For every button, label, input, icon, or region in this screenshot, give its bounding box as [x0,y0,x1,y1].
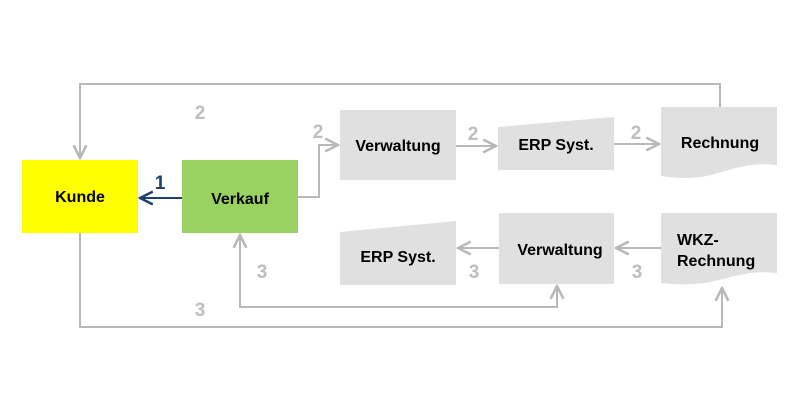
wkz-rechnung-label-line1: WKZ- [677,232,719,249]
erp-top-shape [498,117,614,170]
step-label-rechnung-kunde: 2 [195,103,206,124]
node-verwaltung-bottom[interactable]: Verwaltung [499,213,614,284]
step-label-verwaltung-verkauf: 3 [257,262,268,283]
verkauf-box [182,160,298,233]
node-wkz-rechnung[interactable]: WKZ- Rechnung [661,213,777,285]
node-rechnung[interactable]: Rechnung [661,107,777,179]
verwaltung-top-label: Verwaltung [355,138,440,155]
verwaltung-bottom-box [499,213,614,284]
node-verwaltung-top[interactable]: Verwaltung [340,110,456,180]
step-label-wkz-verwaltung: 3 [632,262,643,283]
rechnung-label: Rechnung [681,135,759,152]
verwaltung-top-box [340,110,456,180]
connector-rechnung-to-kunde [80,83,721,158]
connector-kunde-to-wkz [79,233,722,328]
kunde-label: Kunde [55,189,105,206]
wkz-rechnung-label-line2: Rechnung [677,253,755,270]
rechnung-document-shape [661,107,777,179]
node-verkauf[interactable]: Verkauf [182,160,298,233]
connector-verkauf-to-verwaltung [298,145,338,198]
step-label-erp-rechnung: 2 [631,123,642,144]
connector-verwaltung-verkauf [240,235,557,308]
kunde-box [22,160,138,233]
step-label-verwaltung-erp: 2 [468,124,479,145]
node-kunde[interactable]: Kunde [22,160,138,233]
erp-bottom-shape [340,221,456,285]
node-erp-bottom[interactable]: ERP Syst. [340,221,456,285]
wkz-rechnung-document-shape [661,213,777,285]
erp-bottom-label: ERP Syst. [360,249,435,266]
verwaltung-bottom-label: Verwaltung [517,242,602,259]
step-label-verwaltung-erp-bottom: 3 [469,262,480,283]
verkauf-label: Verkauf [211,191,269,208]
step-label-kunde-wkz: 3 [195,300,206,321]
step-label-1: 1 [155,173,166,194]
erp-top-label: ERP Syst. [518,137,593,154]
step-label-verkauf-verwaltung: 2 [313,122,324,143]
node-erp-top[interactable]: ERP Syst. [498,117,614,170]
